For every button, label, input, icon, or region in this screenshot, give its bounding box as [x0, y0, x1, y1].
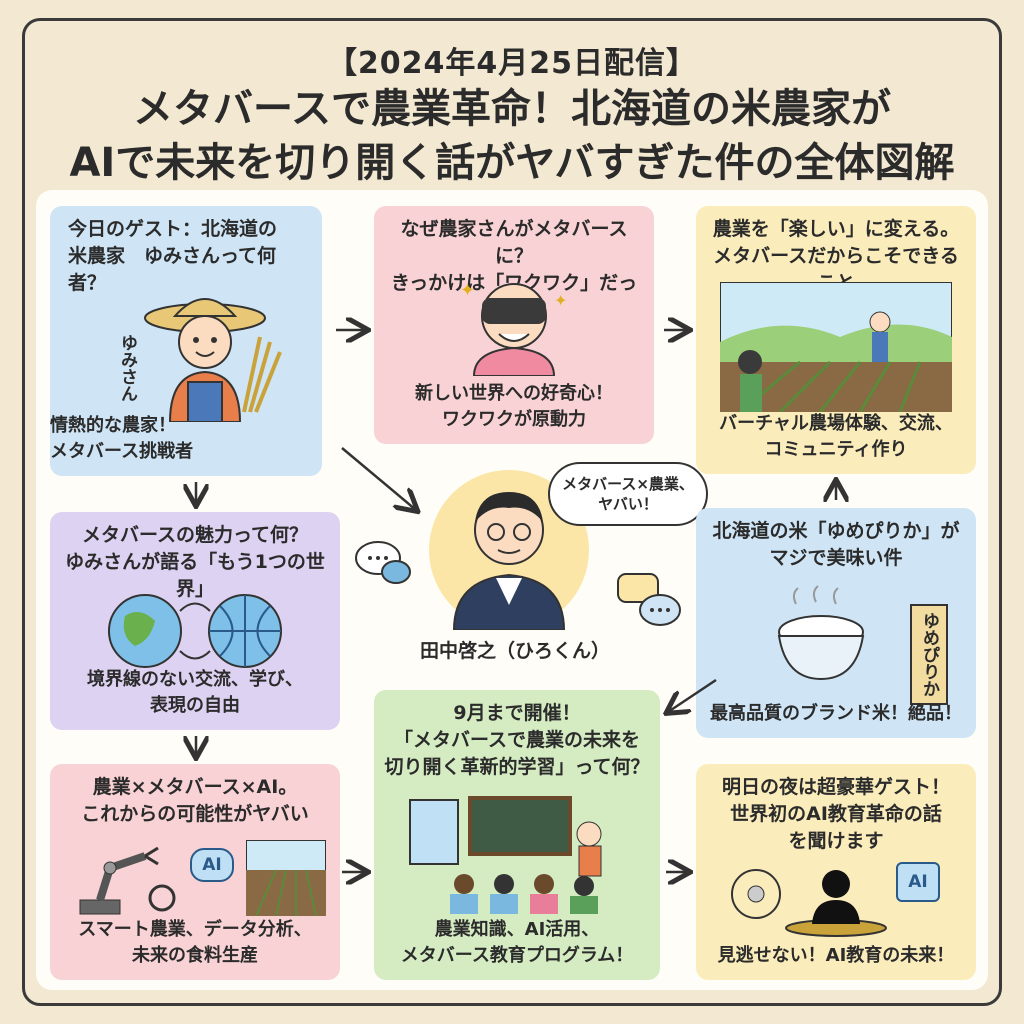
smart-field-illustration — [246, 840, 326, 916]
ai-foot-2: 未来の食料生産 — [132, 945, 258, 966]
robot-arm-icon — [79, 846, 176, 915]
ai-heading-1: 農業×メタバース×AI。 — [92, 776, 298, 798]
tomorrow-heading-2: 世界初のAI教育革命の話 — [730, 803, 942, 825]
rice-heading-1: 北海道の米「ゆめぴりか」が — [712, 520, 960, 542]
vr-headset-illustration: ✦ ✦ — [460, 280, 567, 376]
host-portrait — [429, 470, 589, 630]
page-frame — [22, 18, 1002, 1006]
diagram-board: 今日のゲスト：北海道の 米農家 ゆみさんって何者？ ゆみさん 情熱的な農家！ メ… — [36, 190, 988, 990]
chat-bubble-icon-right — [617, 573, 681, 626]
guest-foot-1: 情熱的な農家！ — [50, 415, 176, 436]
rice-foot-1: 最高品質のブランド米！絶品！ — [710, 703, 962, 724]
mystery-guest-illustration — [731, 869, 887, 937]
rice-box: 北海道の米「ゆめぴりか」が マジで美味い件 ゆめぴりか 最高品質のブランド米！絶… — [696, 508, 976, 738]
header: 【2024年4月25日配信】 メタバースで農業革命！北海道の米農家が AIで未来… — [0, 38, 1024, 190]
guest-box: 今日のゲスト：北海道の 米農家 ゆみさんって何者？ ゆみさん 情熱的な農家！ メ… — [50, 206, 322, 476]
program-heading-2: 「メタバースで農業の未来を — [393, 729, 641, 751]
guest-heading-2: 米農家 ゆみさんって何者？ — [68, 245, 277, 294]
fun-box: 農業を「楽しい」に変える。 メタバースだからこそできること バーチャル農場体験、… — [696, 206, 976, 474]
fun-foot-1: バーチャル農場体験、交流、 — [719, 413, 953, 434]
two-globes-illustration — [108, 594, 282, 668]
ai-foot-1: スマート農業、データ分析、 — [78, 919, 312, 940]
charm-heading-1: メタバースの魅力って何？ — [81, 524, 309, 546]
svg-text:✦: ✦ — [554, 291, 567, 310]
svg-text:✦: ✦ — [460, 280, 475, 301]
ai-chip-badge: AI — [896, 862, 940, 902]
program-foot-2: メタバース教育プログラム！ — [400, 945, 634, 966]
program-box: 9月まで開催！ 「メタバースで農業の未来を 切り開く革新的学習」って何？ 農業知… — [374, 690, 660, 980]
fun-foot-2: コミュニティ作り — [764, 439, 908, 460]
guest-name-tag: ゆみさん — [117, 334, 137, 402]
arrows-layer — [36, 190, 988, 990]
classroom-illustration — [409, 796, 602, 914]
farmer-illustration — [144, 298, 282, 422]
charm-foot-2: 表現の自由 — [150, 695, 240, 716]
charm-box: メタバースの魅力って何？ ゆみさんが語る「もう1つの世界」 境界線のない交流、学… — [50, 512, 340, 730]
program-heading-1: 9月まで開催！ — [453, 702, 581, 724]
program-heading-3: 切り開く革新的学習」って何？ — [384, 756, 650, 778]
broadcast-date: 【2024年4月25日配信】 — [326, 46, 698, 81]
ai-heading-2: これからの可能性がヤバい — [81, 803, 309, 825]
why-foot-2: ワクワクが原動力 — [442, 409, 586, 430]
chat-bubble-icon — [355, 541, 411, 584]
program-foot-1: 農業知識、AI活用、 — [434, 919, 600, 940]
rice-bag-label: ゆめぴりか — [910, 604, 948, 705]
guest-foot-2: メタバース挑戦者 — [50, 441, 194, 462]
why-foot-1: 新しい世界への好奇心！ — [415, 383, 613, 404]
virtual-farm-illustration — [720, 282, 952, 412]
guest-heading-1: 今日のゲスト：北海道の — [68, 218, 278, 240]
tomorrow-heading-3: を聞けます — [788, 830, 884, 852]
title-line-1: メタバースで農業革命！北海道の米農家が — [133, 86, 891, 132]
fun-heading-1: 農業を「楽しい」に変える。 — [712, 218, 960, 240]
why-heading-1: なぜ農家さんがメタバースに？ — [400, 218, 628, 267]
charm-foot-1: 境界線のない交流、学び、 — [87, 669, 303, 690]
speech-line-1: メタバース×農業、 — [562, 475, 694, 493]
rice-heading-2: マジで美味い件 — [769, 547, 903, 569]
host-name: 田中啓之（ひろくん） — [420, 640, 611, 662]
host-speech-bubble: メタバース×農業、 ヤバい！ — [548, 462, 708, 526]
tomorrow-box: 明日の夜は超豪華ゲスト！ 世界初のAI教育革命の話 を聞けます AI 見逃せない… — [696, 764, 976, 980]
why-box: なぜ農家さんがメタバースに？ きっかけは「ワクワク」だった ✦ ✦ 新しい世界へ… — [374, 206, 654, 444]
speech-line-2: ヤバい！ — [598, 495, 658, 513]
tomorrow-heading-1: 明日の夜は超豪華ゲスト！ — [721, 776, 950, 798]
rice-bowl-illustration — [777, 585, 865, 681]
title-line-2: AIで未来を切り開く話がヤバすぎた件の全体図解 — [69, 140, 955, 186]
tomorrow-foot-1: 見逃せない！AI教育の未来！ — [717, 945, 955, 966]
ai-box: 農業×メタバース×AI。 これからの可能性がヤバい AI スマート農業、データ分… — [50, 764, 340, 980]
ai-brain-badge: AI — [190, 848, 234, 882]
arrow-rice-to-program — [668, 678, 717, 712]
arrow-guest-to-host — [341, 447, 416, 510]
charm-heading-2: ゆみさんが語る「もう1つの世界」 — [65, 551, 325, 600]
